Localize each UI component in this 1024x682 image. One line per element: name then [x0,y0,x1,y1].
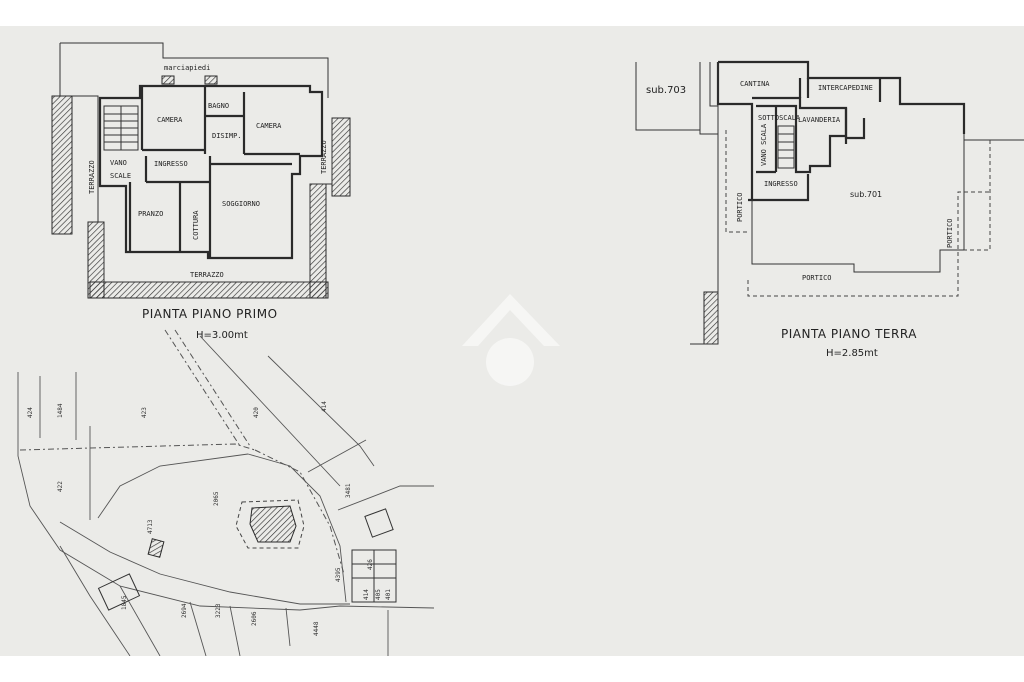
parcel-422: 422 [57,481,64,492]
ground-floor-title: PIANTA PIANO TERRA [781,327,917,341]
label-terrazzo-right: TERRAZZO [320,140,328,174]
parcel-4395: 4395 [335,567,342,582]
label-ingresso-ground: INGRESSO [764,180,798,188]
label-portico-right: PORTICO [946,218,954,248]
stair-ground-floor [777,125,795,169]
ground-floor-height: H=2.85mt [826,348,878,359]
parcel-420: 420 [253,407,260,418]
label-ingresso: INGRESSO [154,160,188,168]
parcel-426: 426 [367,559,374,570]
label-cottura: COTTURA [192,210,200,240]
floor-plan-drawing: marciapiedi CAMERA BAGNO DISIMP. CAMERA … [17,42,1024,656]
label-disimp: DISIMP. [212,132,242,140]
main-house-footprint [249,505,297,543]
parcel-405: 405 [375,589,382,600]
parcel-424: 424 [27,407,34,418]
ground-floor-corner-hatch [703,291,719,345]
terrace-left-hatch [51,95,73,235]
label-sub703: sub.703 [646,85,686,96]
ground-floor-plan: sub.703 CANTINA INTERCAPED [635,60,1024,359]
parcel-423: 423 [141,407,148,418]
label-camera-left: CAMERA [157,116,183,124]
stair-first-floor [103,105,139,151]
building-3481-annex [364,508,394,538]
chimney-left [161,75,175,85]
first-floor-height: H=3.00mt [196,330,248,341]
label-terrazzo-bottom: TERRAZZO [190,271,224,279]
floor-plan-sheet: marciapiedi CAMERA BAGNO DISIMP. CAMERA … [0,26,1024,656]
terrace-right-lower-hatch [309,183,327,299]
parcel-414a: 414 [321,401,328,412]
building-1845 [97,573,141,611]
parcel-2065: 2065 [213,491,220,506]
label-portico-left: PORTICO [736,192,744,222]
label-vano-scala: VANO SCALA [760,123,768,166]
label-soggiorno: SOGGIORNO [222,200,260,208]
label-vano: VANO [110,159,127,167]
building-4713 [147,538,165,558]
chimney-right [204,75,218,85]
label-marciapiedi: marciapiedi [164,64,210,72]
label-bagno: BAGNO [208,102,229,110]
label-sub701: sub.701 [850,190,882,199]
label-terrazzo-left: TERRAZZO [88,160,96,194]
label-lavanderia: LAVANDERIA [798,116,841,124]
parcel-2694: 2694 [181,603,188,618]
parcel-4713: 4713 [147,519,154,534]
parcel-4448: 4448 [313,621,320,636]
first-floor-plan: marciapiedi CAMERA BAGNO DISIMP. CAMERA … [51,42,351,341]
terrace-left-lower-hatch [87,221,105,299]
parcel-2606: 2606 [251,611,258,626]
terrace-bottom-hatch [89,281,329,299]
watermark-logo [462,294,560,386]
label-cantina: CANTINA [740,80,770,88]
label-sottoscala: SOTTOSCALA [758,114,801,122]
parcel-1484: 1484 [57,403,64,418]
label-pranzo: PRANZO [138,210,163,218]
parcel-1845: 1845 [121,595,128,610]
first-floor-title: PIANTA PIANO PRIMO [142,307,278,321]
parcel-3481: 3481 [345,483,352,498]
label-scale: SCALE [110,172,131,180]
parcel-414b: 414 [363,589,370,600]
label-portico-bottom: PORTICO [802,274,832,282]
terrace-right-hatch [331,117,351,197]
label-camera-right: CAMERA [256,122,282,130]
label-intercapedine: INTERCAPEDINE [818,84,873,92]
parcel-401: 401 [385,589,392,600]
parcel-3223: 3223 [215,603,222,618]
site-map: 424 1484 423 420 414 422 3481 2065 4713 … [17,329,435,656]
